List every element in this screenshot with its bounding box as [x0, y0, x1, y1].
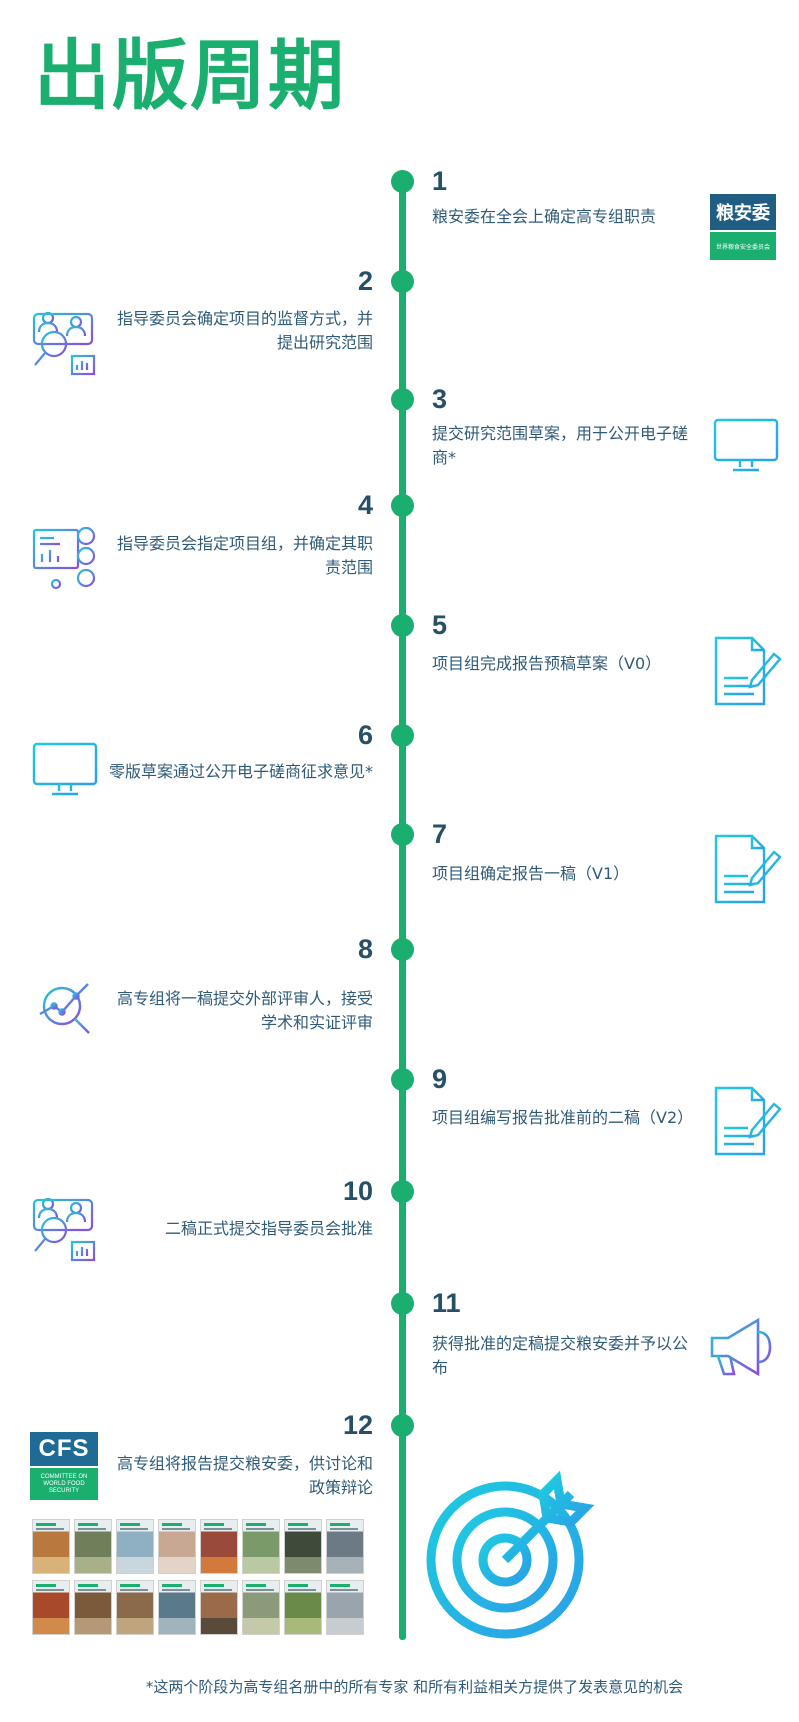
step-10-number: 10	[342, 1176, 373, 1206]
document-edit-icon	[714, 834, 782, 904]
step-12-number: 12	[342, 1410, 373, 1440]
document-edit-icon	[714, 1086, 782, 1156]
timeline-dot-4	[391, 494, 414, 517]
step-9-number: 9	[432, 1064, 448, 1094]
timeline-dot-2	[391, 270, 414, 293]
team-analysis-icon	[32, 1197, 96, 1262]
step-3-number: 3	[432, 384, 448, 414]
report-cover	[116, 1519, 154, 1574]
timeline-line	[399, 180, 406, 1640]
timeline-dot-12	[391, 1414, 414, 1437]
presentation-team-icon	[32, 526, 96, 590]
monitor-icon	[32, 742, 98, 796]
monitor-icon	[713, 418, 779, 472]
timeline-dot-11	[391, 1292, 414, 1315]
cfs-chinese-logo: 粮安委 世界粮食安全委员会	[710, 194, 776, 260]
report-cover	[326, 1580, 364, 1635]
step-9-text: 项目组编写报告批准前的二稿（V2）	[432, 1108, 694, 1127]
step-10-text: 二稿正式提交指导委员会批准	[164, 1219, 373, 1238]
report-cover	[200, 1580, 238, 1635]
megaphone-icon	[710, 1317, 772, 1377]
report-cover	[284, 1580, 322, 1635]
cfs-chinese-logo-subtitle: 世界粮食安全委员会	[710, 232, 776, 260]
report-cover	[200, 1519, 238, 1574]
step-4-number: 4	[357, 490, 373, 520]
report-cover	[32, 1519, 70, 1574]
report-cover	[74, 1519, 112, 1574]
report-cover	[326, 1519, 364, 1574]
timeline-dot-6	[391, 724, 414, 747]
timeline-dot-10	[391, 1180, 414, 1203]
report-cover	[158, 1580, 196, 1635]
timeline-dot-9	[391, 1068, 414, 1091]
step-2-text: 指导委员会确定项目的监督方式，并提出研究范围	[116, 309, 373, 352]
timeline-dot-7	[391, 823, 414, 846]
step-6-text: 零版草案通过公开电子磋商征求意见*	[108, 762, 373, 781]
timeline-dot-5	[391, 614, 414, 637]
step-1-text: 粮安委在全会上确定高专组职责	[432, 207, 657, 226]
report-cover	[32, 1580, 70, 1635]
step-11-text: 获得批准的定稿提交粮安委并予以公布	[432, 1334, 689, 1377]
timeline-dot-8	[391, 938, 414, 961]
cfs-english-logo-title: CFS	[30, 1432, 98, 1466]
step-2-number: 2	[357, 266, 373, 296]
data-search-icon	[39, 983, 90, 1034]
step-11-number: 11	[432, 1288, 461, 1318]
report-covers-grid	[32, 1519, 372, 1635]
report-cover	[284, 1519, 322, 1574]
report-cover	[116, 1580, 154, 1635]
target-icon	[426, 1470, 595, 1639]
step-12-text: 高专组将报告提交粮安委，供讨论和政策辩论	[116, 1454, 373, 1497]
team-analysis-icon	[32, 311, 96, 376]
step-3-text: 提交研究范围草案，用于公开电子磋商*	[432, 424, 689, 467]
report-cover	[74, 1580, 112, 1635]
step-8-number: 8	[357, 934, 373, 964]
step-6-number: 6	[357, 720, 373, 750]
step-7-text: 项目组确定报告一稿（V1）	[432, 864, 630, 883]
document-edit-icon	[714, 636, 782, 706]
cfs-english-logo: CFS COMMITTEE ON WORLD FOOD SECURITY	[30, 1432, 98, 1500]
step-1-number: 1	[432, 166, 448, 196]
step-7-number: 7	[432, 819, 448, 849]
cfs-english-logo-subtitle: COMMITTEE ON WORLD FOOD SECURITY	[30, 1468, 98, 1500]
timeline-dot-1	[391, 170, 414, 193]
step-5-number: 5	[432, 610, 448, 640]
report-cover	[158, 1519, 196, 1574]
report-cover	[242, 1580, 280, 1635]
step-8-text: 高专组将一稿提交外部评审人，接受学术和实证评审	[116, 989, 373, 1032]
step-4-text: 指导委员会指定项目组，并确定其职责范围	[116, 534, 373, 577]
step-5-text: 项目组完成报告预稿草案（V0）	[432, 654, 662, 673]
timeline-dot-3	[391, 388, 414, 411]
page-title: 出版周期	[34, 31, 346, 120]
cfs-chinese-logo-title: 粮安委	[710, 194, 776, 230]
report-cover	[242, 1519, 280, 1574]
footnote: *这两个阶段为高专组名册中的所有专家 和所有利益相关方提供了发表意见的机会	[145, 1678, 684, 1696]
